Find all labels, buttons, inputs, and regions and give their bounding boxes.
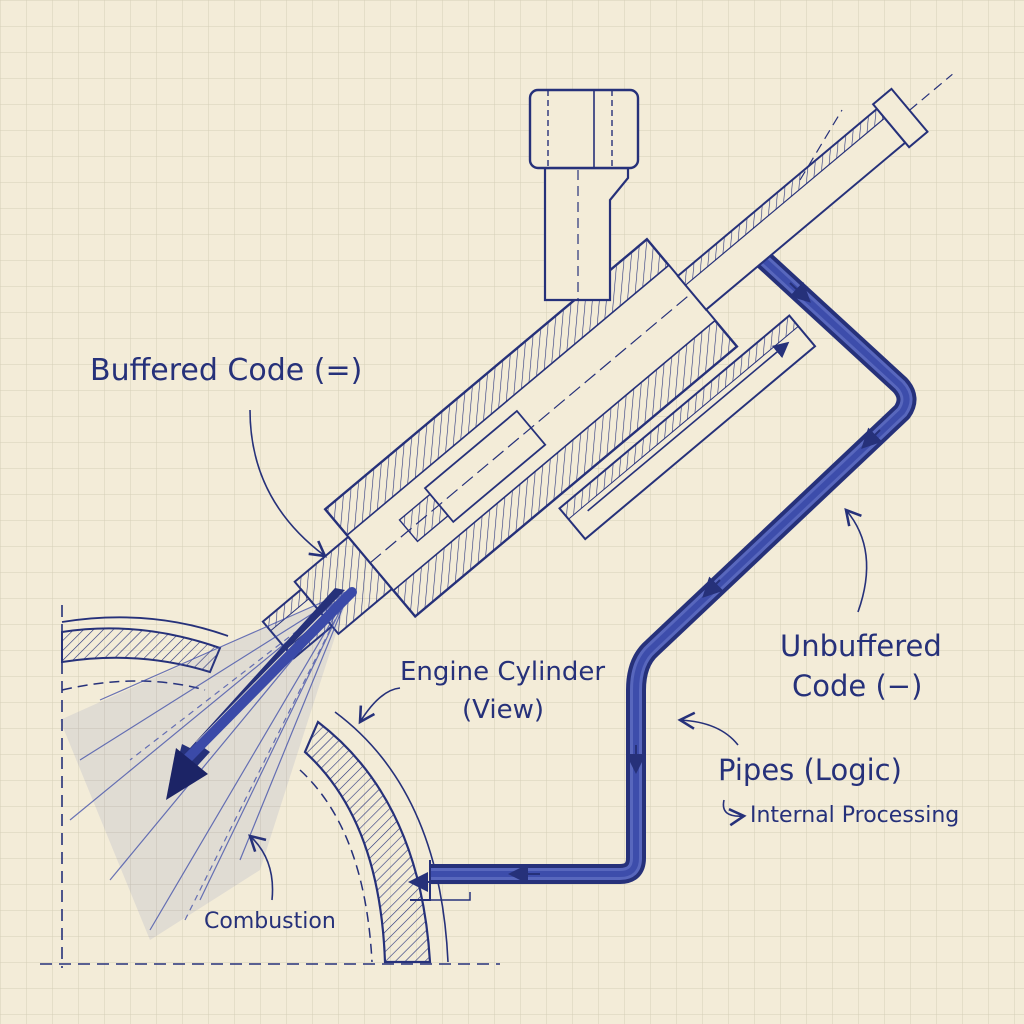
engine-callout-arrow bbox=[358, 687, 401, 725]
label-unbuffered-line2: Code (−) bbox=[792, 669, 922, 703]
buffered-callout-arrow bbox=[249, 409, 328, 558]
spray-cone bbox=[60, 587, 357, 940]
top-fitting bbox=[528, 88, 640, 302]
label-combustion: Combustion bbox=[204, 909, 336, 934]
label-pipes: Pipes (Logic) bbox=[718, 753, 902, 787]
combustion-callout-arrow bbox=[248, 834, 274, 901]
label-engine-cylinder-line2: (View) bbox=[462, 695, 544, 725]
engine-cylinder-left-wall bbox=[61, 616, 229, 691]
pipes-callout-arrow bbox=[677, 711, 739, 746]
injector-assembly bbox=[261, 73, 953, 660]
label-engine-cylinder-line1: Engine Cylinder bbox=[400, 657, 605, 687]
unbuffered-callout-arrow bbox=[844, 507, 868, 613]
frame-dashed-lines bbox=[40, 605, 500, 968]
logic-pipe bbox=[408, 230, 917, 901]
engine-cylinder-right-wall bbox=[299, 711, 449, 964]
internal-processing-callout-arrow bbox=[722, 799, 747, 827]
label-unbuffered-line1: Unbuffered bbox=[780, 629, 942, 663]
callout-arrows bbox=[248, 409, 868, 901]
label-internal-processing: Internal Processing bbox=[750, 803, 959, 828]
label-buffered-code: Buffered Code (=) bbox=[90, 353, 362, 388]
centerline-top bbox=[799, 109, 843, 181]
